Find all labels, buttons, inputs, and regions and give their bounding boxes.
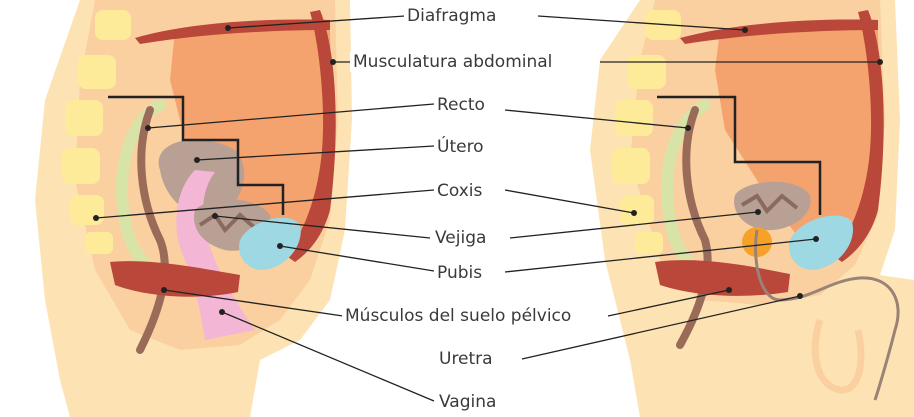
label-uretra: Uretra <box>436 349 496 369</box>
label-pubis: Pubis <box>434 263 485 283</box>
label-musculos-suelo-pelvico: Músculos del suelo pélvico <box>342 306 574 326</box>
label-vagina: Vagina <box>436 392 499 412</box>
label-utero: Útero <box>434 137 487 157</box>
label-diafragma: Diafragma <box>404 6 499 26</box>
female-figure <box>35 0 352 417</box>
label-musculatura-abdominal: Musculatura abdominal <box>350 52 555 72</box>
label-vejiga: Vejiga <box>432 228 489 248</box>
label-recto: Recto <box>434 95 488 115</box>
label-coxis: Coxis <box>434 181 485 201</box>
